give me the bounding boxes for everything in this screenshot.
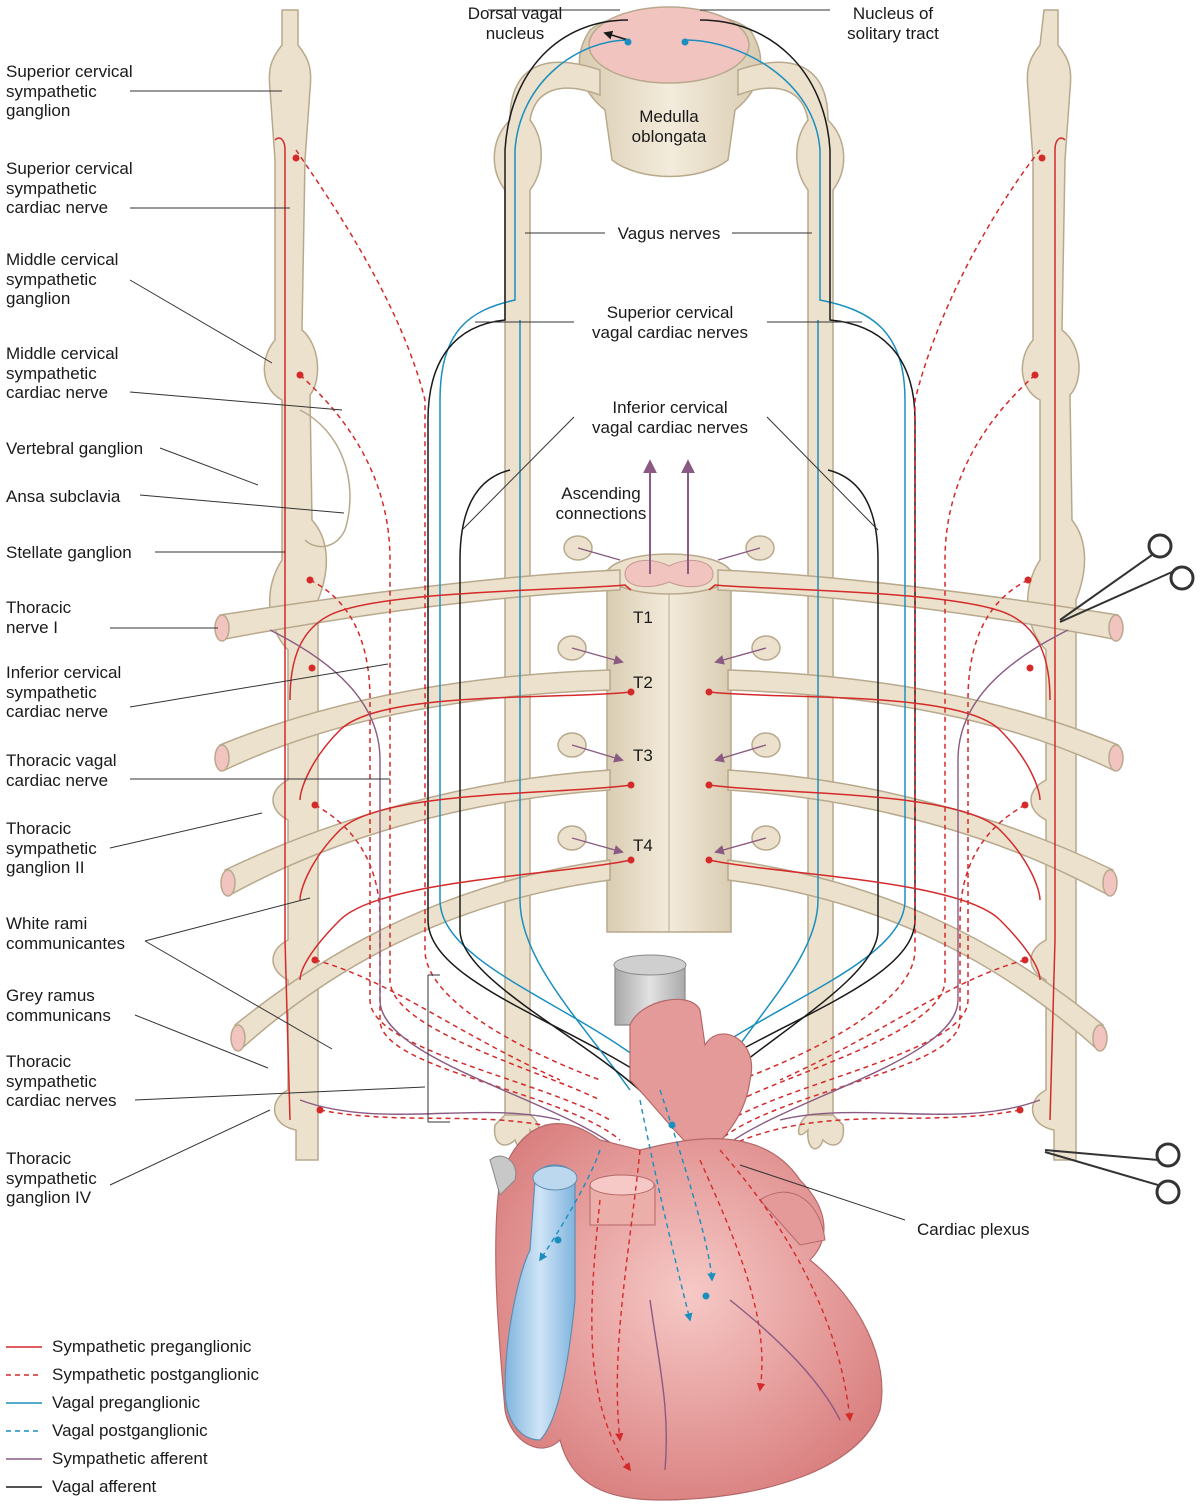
- legend-label: Vagal preganglionic: [52, 1393, 201, 1412]
- segment-label-t3: T3: [633, 746, 653, 765]
- label-medulla-oblongata: Medulla oblongata: [631, 107, 707, 146]
- label-ascending-connections: Ascending connections: [555, 484, 647, 523]
- legend-label: Sympathetic preganglionic: [52, 1337, 252, 1356]
- segment-label-t4: T4: [633, 836, 653, 855]
- legend-label: Vagal afferent: [52, 1477, 157, 1496]
- cardiac-plexus-fibres: [539, 1089, 854, 1472]
- label-inferior-cervical-cardiac-nerve: Inferior cervical sympathetic cardiac ne…: [6, 663, 122, 721]
- sympathetic-afferent-fibres: [269, 547, 1069, 1151]
- legend-item: Vagal postganglionic: [6, 1420, 306, 1448]
- label-thoracic-ganglion-4: Thoracic sympathetic ganglion IV: [6, 1149, 97, 1207]
- medulla-oblongata: [578, 6, 762, 178]
- label-superior-cervical-cardiac-nerve: Superior cervical sympathetic cardiac ne…: [6, 159, 133, 217]
- label-cardiac-plexus: Cardiac plexus: [917, 1220, 1030, 1239]
- label-thoracic-ganglion-2: Thoracic sympathetic ganglion II: [6, 819, 97, 877]
- label-middle-cervical-cardiac-nerve: Middle cervical sympathetic cardiac nerv…: [6, 344, 119, 402]
- label-thoracic-vagal-cardiac-nerve: Thoracic vagal cardiac nerve: [6, 751, 117, 790]
- label-middle-cervical-ganglion: Middle cervical sympathetic ganglion: [6, 250, 119, 308]
- legend-label: Vagal postganglionic: [52, 1421, 208, 1440]
- leader-lines: [109, 9, 906, 1221]
- sympathetic-neuron-dots: [292, 154, 1046, 1114]
- label-thoracic-cardiac-nerves: Thoracic sympathetic cardiac nerves: [6, 1052, 117, 1110]
- segment-label-t1: T1: [633, 608, 653, 627]
- spinal-cord: [606, 553, 732, 933]
- legend-item: Sympathetic afferent: [6, 1448, 306, 1476]
- label-white-rami: White rami communicantes: [6, 914, 126, 953]
- scissors-icon: [1044, 1142, 1181, 1205]
- legend: Sympathetic preganglionic Sympathetic po…: [6, 1336, 306, 1504]
- sympathetic-fibres: [274, 137, 1066, 1151]
- label-dorsal-vagal-nucleus: Dorsal vagal nucleus: [467, 4, 563, 43]
- label-superior-cervical-vagal: Superior cervical vagal cardiac nerves: [592, 303, 748, 342]
- label-inferior-cervical-vagal: Inferior cervical vagal cardiac nerves: [592, 398, 748, 437]
- legend-label: Sympathetic afferent: [52, 1449, 208, 1468]
- legend-item: Sympathetic postganglionic: [6, 1364, 306, 1392]
- legend-label: Sympathetic postganglionic: [52, 1365, 259, 1384]
- label-superior-cervical-ganglion: Superior cervical sympathetic ganglion: [6, 62, 133, 120]
- label-thoracic-nerve-1: Thoracic nerve I: [6, 598, 72, 637]
- vagal-fibres: [427, 19, 916, 1101]
- legend-item: Vagal afferent: [6, 1476, 306, 1504]
- vagal-dots: [554, 1121, 710, 1300]
- left-sympathetic-chain: [263, 9, 351, 1161]
- label-stellate-ganglion: Stellate ganglion: [6, 543, 132, 562]
- legend-item: Vagal preganglionic: [6, 1392, 306, 1420]
- label-ansa-subclavia: Ansa subclavia: [6, 487, 121, 506]
- heart: [489, 954, 883, 1501]
- label-vagus-nerves: Vagus nerves: [617, 224, 721, 243]
- ascending-connection-arrows: [643, 459, 695, 574]
- label-grey-ramus: Grey ramus communicans: [6, 986, 111, 1025]
- label-vertebral-ganglion: Vertebral ganglion: [6, 439, 144, 458]
- legend-item: Sympathetic preganglionic: [6, 1336, 306, 1364]
- scissors-icon: [1059, 533, 1195, 623]
- segment-label-t2: T2: [633, 673, 653, 692]
- label-nucleus-solitary-tract: Nucleus of solitary tract: [847, 4, 939, 43]
